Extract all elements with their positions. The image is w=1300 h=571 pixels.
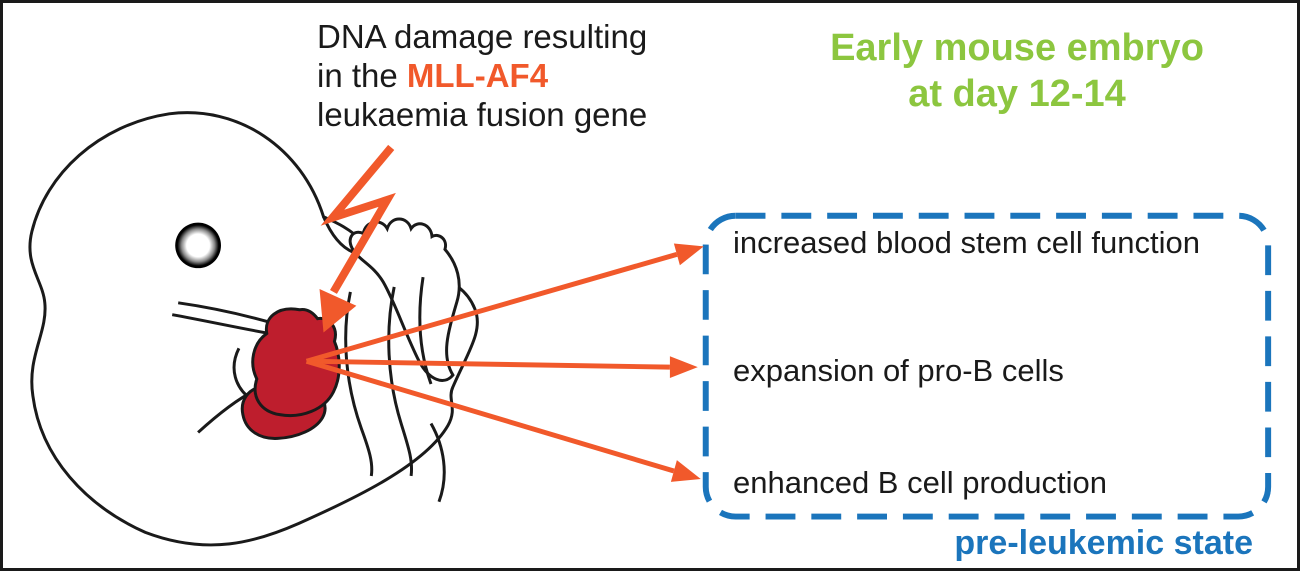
embryo-stage-line-2: at day 12-14 (908, 73, 1126, 115)
embryo-stage-line-1: Early mouse embryo (830, 27, 1204, 69)
diagram-artwork (28, 111, 1272, 547)
effect-expansion-pro-b-cells: expansion of pro-B cells (733, 353, 1064, 388)
pre-leukemic-state-caption: pre-leukemic state (954, 524, 1253, 562)
arrow-to-stem-cell-function (305, 243, 704, 364)
dashed-outcome-box (702, 212, 1272, 520)
arrow-to-pro-b-cells (306, 356, 698, 379)
dna-damage-line-3: leukaemia fusion gene (317, 96, 648, 133)
dna-damage-line-2: in the MLL-AF4 (317, 57, 549, 94)
mll-af4-gene-label: MLL-AF4 (406, 57, 549, 94)
embryo-eye-icon (175, 222, 221, 269)
embryo-forelimb (348, 217, 461, 382)
dna-damage-line-1: DNA damage resulting (317, 18, 648, 55)
fetal-liver-main-lobe (251, 307, 341, 417)
embryo-hindlimb-lines (344, 276, 446, 503)
effect-enhanced-b-cell-production: enhanced B cell production (733, 465, 1107, 500)
arrow-to-b-cell-production (305, 358, 701, 482)
effect-increased-stem-cell-function: increased blood stem cell function (733, 225, 1200, 260)
dna-damage-label: DNA damage resulting in the MLL-AF4 leuk… (317, 17, 647, 134)
lightning-arrow-icon (319, 144, 396, 333)
embryo-stage-label: Early mouse embryo at day 12-14 (791, 25, 1243, 117)
